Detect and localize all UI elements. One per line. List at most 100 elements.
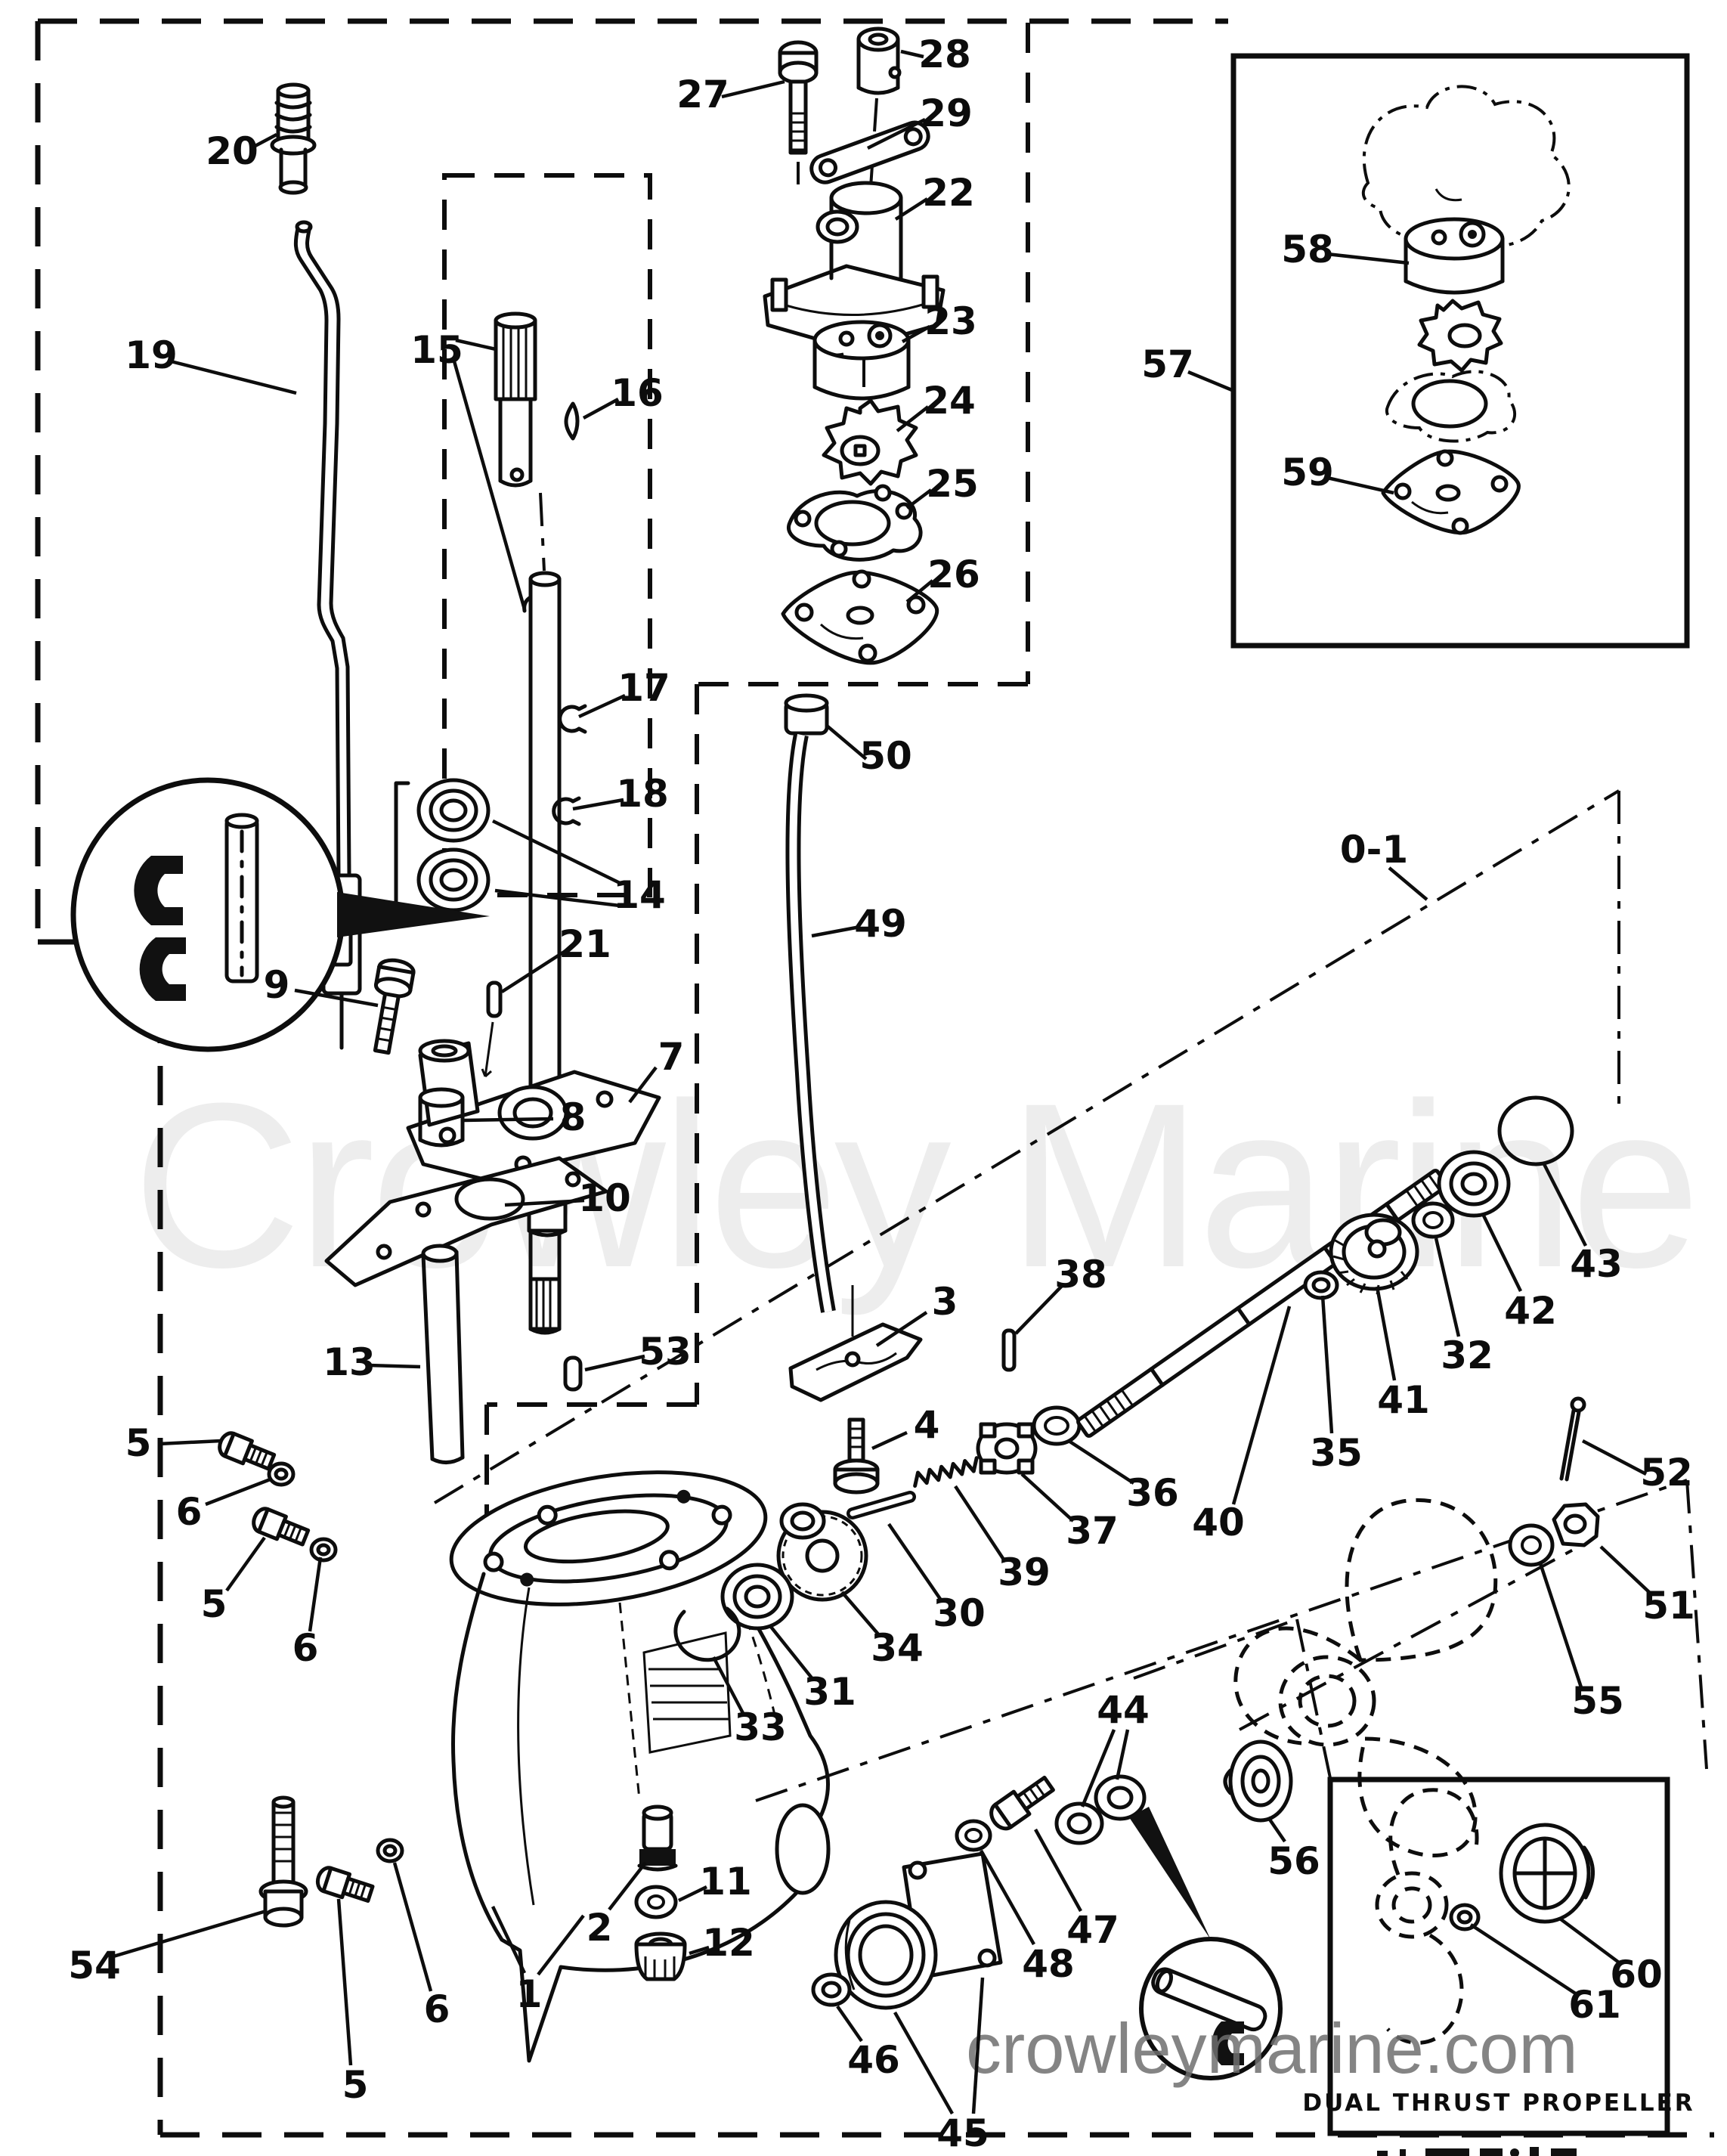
callout-leader-10 xyxy=(504,1198,585,1207)
callout-leader-47 xyxy=(1034,1828,1082,1913)
driveshaft-zone-dashed-box xyxy=(442,173,652,897)
callout-18: 18 xyxy=(616,772,669,816)
washer-part-6c xyxy=(376,1838,404,1863)
callout-52: 52 xyxy=(1640,1451,1693,1495)
callout-leader-20 xyxy=(249,133,278,150)
callout-leader-32 xyxy=(1434,1238,1461,1337)
assembly-zone-dash-dot-lines xyxy=(433,789,1708,1802)
water-tube-seal-part-50 xyxy=(784,693,829,736)
bushing-part-46 xyxy=(811,1972,852,2007)
callout-leader-60 xyxy=(1558,1917,1620,1964)
callout-19: 19 xyxy=(125,333,178,377)
callout-leader-6 xyxy=(392,1862,433,1992)
cropped-page-text-fragment xyxy=(1377,2147,1577,2156)
kit-gasket xyxy=(1385,370,1517,443)
callout-37: 37 xyxy=(1066,1509,1119,1553)
kit-impeller xyxy=(1417,299,1503,373)
callout-leader-27 xyxy=(721,79,785,99)
callout-leader-25 xyxy=(905,488,933,510)
callout-23: 23 xyxy=(924,299,977,343)
pivot-pin-part-2 xyxy=(637,1804,678,1872)
callout-leader-45 xyxy=(971,1977,985,2114)
callout-36: 36 xyxy=(1126,1471,1179,1515)
washer-part-6a xyxy=(267,1461,296,1487)
thrust-hub-part-56 xyxy=(1223,1739,1293,1823)
cross-pin-part-38 xyxy=(1001,1328,1017,1372)
callout-leader-39 xyxy=(954,1485,1007,1563)
callout-1: 1 xyxy=(516,1972,543,2016)
callout-leader-15 xyxy=(452,361,527,610)
callout-leader-12 xyxy=(689,1945,710,1956)
callout-43: 43 xyxy=(1570,1242,1623,1286)
callout-58: 58 xyxy=(1281,228,1334,271)
gasket-part-10 xyxy=(324,1156,608,1287)
callout-leader-48 xyxy=(980,1849,1035,1946)
driveshaft-axis-line xyxy=(539,492,546,572)
callout-55: 55 xyxy=(1571,1679,1624,1723)
callout-27: 27 xyxy=(676,73,729,116)
callout-leader-22 xyxy=(894,197,929,221)
callout-leader-43 xyxy=(1541,1161,1588,1247)
seal-ring-part-33 xyxy=(673,1606,741,1662)
bolt-part-5a xyxy=(218,1431,277,1471)
callout-5: 5 xyxy=(125,1421,152,1465)
callout-leader-44 xyxy=(1080,1729,1116,1808)
callout-34: 34 xyxy=(871,1626,924,1670)
callout-41: 41 xyxy=(1377,1378,1430,1422)
callout-32: 32 xyxy=(1441,1334,1493,1377)
callout-7: 7 xyxy=(658,1035,685,1079)
callout-21: 21 xyxy=(559,922,611,966)
woodruff-key-part-16 xyxy=(564,401,580,441)
callout-leader-23 xyxy=(901,325,931,343)
spacer-part-8 xyxy=(418,1087,465,1148)
callout-57: 57 xyxy=(1141,342,1194,386)
callout-14: 14 xyxy=(613,873,666,917)
callout-leader-29 xyxy=(866,117,927,150)
callout-45: 45 xyxy=(936,2111,989,2155)
e-clip-part-17 xyxy=(558,704,587,734)
callout-42: 42 xyxy=(1504,1289,1557,1333)
washer-part-48 xyxy=(955,1819,992,1852)
callout-9: 9 xyxy=(264,963,290,1007)
propeller-dashed-outline xyxy=(1233,1498,1498,1857)
callout-leader-45 xyxy=(893,2011,954,2115)
callout-leader-37 xyxy=(1020,1473,1075,1523)
callout-leader-5 xyxy=(225,1536,266,1592)
callout-51: 51 xyxy=(1642,1584,1695,1628)
callout-5: 5 xyxy=(201,1582,227,1626)
prop-washer-part-55 xyxy=(1508,1523,1555,1567)
callout-24: 24 xyxy=(923,379,976,423)
callout-leader-31 xyxy=(769,1625,815,1681)
gasket-part-25 xyxy=(786,484,923,562)
callout-leader-0-1 xyxy=(1388,866,1428,901)
callout-16: 16 xyxy=(611,371,664,415)
forward-gear-part-34 xyxy=(776,1502,868,1602)
clip-glyph-b xyxy=(1212,2021,1244,2065)
callout-leader-50 xyxy=(825,724,868,760)
callout-22: 22 xyxy=(922,171,975,215)
callout-38: 38 xyxy=(1054,1253,1107,1296)
callout-leader-41 xyxy=(1375,1286,1397,1381)
retaining-ring-part-36 xyxy=(1032,1405,1082,1446)
callout-10: 10 xyxy=(578,1176,631,1220)
gear-housing-part-1 xyxy=(449,1470,831,2063)
callout-6: 6 xyxy=(292,1626,319,1670)
callout-leader-28 xyxy=(900,49,924,59)
washer-part-11 xyxy=(634,1885,678,1919)
callout-leader-56 xyxy=(1267,1816,1286,1843)
callout-leader-19 xyxy=(170,359,297,395)
thrust-washer-part-35 xyxy=(1303,1270,1339,1300)
prop-nut-part-51 xyxy=(1552,1502,1600,1547)
callout-29: 29 xyxy=(920,91,973,135)
pump-cartridge-part-23 xyxy=(812,320,911,401)
callout-leader-14 xyxy=(492,819,621,885)
callout-leader-6 xyxy=(308,1557,323,1632)
callout-leader-24 xyxy=(896,405,930,432)
washer-part-6b xyxy=(309,1537,338,1563)
callout-leader-59 xyxy=(1326,475,1394,495)
callout-leader-55 xyxy=(1538,1563,1583,1688)
bevel-gear-part-41 xyxy=(1329,1213,1419,1295)
bolt-part-27 xyxy=(778,40,819,155)
